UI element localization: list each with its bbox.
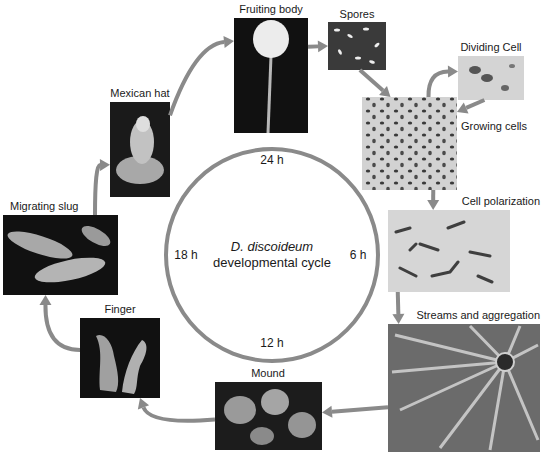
- finger-photo: [80, 318, 160, 398]
- stage-label: Migrating slug: [10, 200, 78, 213]
- stage-arrow: [427, 190, 439, 210]
- arrow-line: [45, 305, 80, 350]
- stage-arrow: [428, 66, 458, 97]
- arrow-head: [448, 66, 458, 78]
- spores-stage: Spores: [328, 22, 386, 70]
- spores-photo: [328, 22, 386, 70]
- time-label: 6 h: [350, 248, 367, 262]
- arrow-head: [138, 398, 149, 409]
- arrow-line: [308, 44, 318, 48]
- stage-label: Cell polarization: [462, 195, 540, 208]
- stage-arrow: [39, 295, 80, 350]
- stage-arrow: [170, 36, 234, 115]
- stage-label: Dividing Cell: [460, 41, 521, 54]
- arrow-line: [396, 292, 401, 314]
- stage-label: Growing cells: [461, 120, 527, 133]
- dividing-cell-stage: Dividing Cell: [458, 56, 524, 100]
- cell-polarization-photo: [388, 210, 510, 292]
- arrow-head: [100, 159, 110, 171]
- stage-arrow: [457, 100, 484, 113]
- mound-stage: Mound: [215, 382, 322, 450]
- arrow-head: [318, 40, 328, 52]
- stage-label: Streams and aggregation: [416, 309, 540, 322]
- arrow-head: [457, 102, 469, 113]
- fruiting-body-stage: Fruiting body: [234, 18, 308, 133]
- arrow-line: [170, 42, 224, 115]
- growing-cells-photo: [362, 97, 457, 190]
- arrow-line: [466, 100, 484, 108]
- cycle-subtitle: developmental cycle: [213, 255, 331, 271]
- stage-arrow: [360, 70, 391, 97]
- arrow-head: [39, 295, 51, 305]
- arrow-line: [431, 190, 435, 200]
- arrow-line: [360, 70, 383, 90]
- stage-label: Finger: [104, 303, 135, 316]
- finger-stage: Finger: [80, 318, 160, 398]
- mound-photo: [215, 382, 322, 450]
- stage-arrow: [392, 292, 404, 324]
- slug-stage: Migrating slug: [3, 215, 118, 295]
- slug-photo: [3, 215, 118, 295]
- stage-arrow: [308, 40, 328, 52]
- mexican-hat-photo: [110, 102, 170, 197]
- stage-label: Mexican hat: [110, 87, 169, 100]
- time-label: 24 h: [260, 153, 283, 167]
- cycle-title: D. discoideum: [231, 239, 313, 255]
- dividing-cell-photo: [458, 56, 524, 100]
- arrow-line: [332, 407, 388, 412]
- arrow-head: [427, 200, 439, 210]
- stage-label: Fruiting body: [239, 3, 303, 16]
- stage-label: Spores: [340, 8, 375, 21]
- fruiting-body-photo: [234, 18, 308, 133]
- stage-label: Mound: [251, 367, 285, 380]
- stage-arrow: [95, 159, 110, 215]
- arrow-line: [95, 165, 100, 215]
- polarization-stage: Cell polarization: [388, 210, 510, 292]
- stage-arrow: [138, 398, 215, 421]
- stage-arrow: [322, 406, 388, 418]
- arrow-head: [322, 406, 332, 418]
- time-label: 18 h: [174, 248, 197, 262]
- streams-photo: [388, 324, 540, 452]
- arrow-head: [392, 314, 404, 324]
- arrow-head: [223, 36, 234, 48]
- time-label: 12 h: [260, 336, 283, 350]
- arrow-line: [143, 407, 215, 420]
- arrow-head: [379, 86, 390, 97]
- mexican-hat-stage: Mexican hat: [110, 102, 170, 197]
- arrow-line: [428, 72, 448, 97]
- streams-stage: Streams and aggregation: [388, 324, 540, 452]
- growing-cells-stage: Growing cells: [362, 97, 457, 190]
